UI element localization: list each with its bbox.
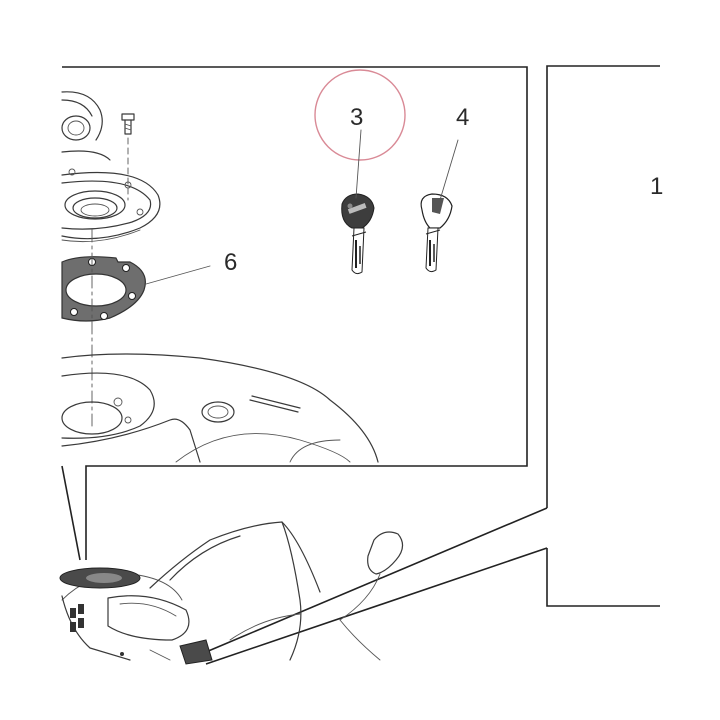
- callout-3: 3: [350, 104, 363, 131]
- callout-4: 4: [456, 104, 469, 131]
- leader-6: [145, 265, 211, 285]
- motorcycle-overview: [59, 521, 404, 665]
- pointer-line-lower: [205, 547, 548, 665]
- fuel-cap: [61, 91, 161, 243]
- detail-frame: [62, 66, 528, 560]
- key-4: [420, 193, 453, 273]
- pointer-line-upper: [205, 507, 548, 653]
- highlight-circle: [314, 69, 406, 161]
- leader-4: [439, 139, 459, 201]
- leader-3: [355, 129, 362, 199]
- key-3: [341, 193, 375, 275]
- callout-6: 6: [224, 249, 237, 276]
- gasket-ring: [61, 256, 146, 322]
- fuel-tank: [61, 353, 379, 463]
- detail-inset: [61, 66, 528, 561]
- callout-1: 1: [650, 173, 663, 200]
- detail-pointer-left: [61, 465, 81, 561]
- reference-frame: [205, 65, 660, 665]
- screw: [121, 113, 135, 201]
